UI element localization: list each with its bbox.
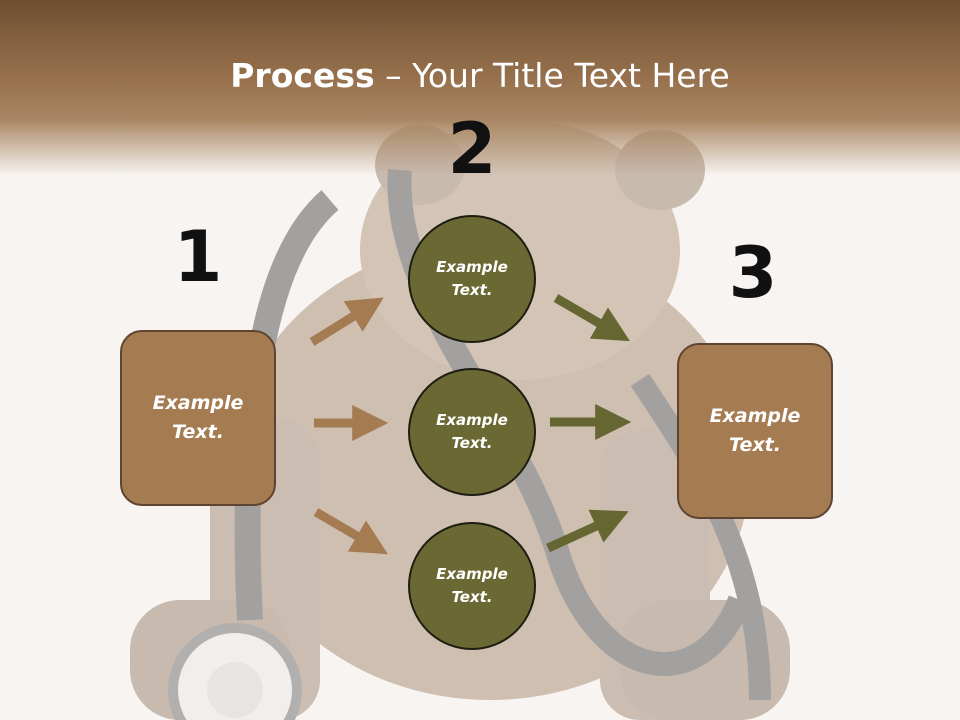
- step-number-3: 3: [728, 232, 778, 314]
- step-box-1-text: Example Text.: [152, 392, 244, 443]
- slide-title: Process – Your Title Text Here: [0, 54, 960, 98]
- circle-bottom: Example Text.: [408, 522, 536, 650]
- circle-middle: Example Text.: [408, 368, 536, 496]
- step-number-2: 2: [447, 108, 497, 190]
- step-box-1: Example Text.: [120, 330, 276, 506]
- circle-top: Example Text.: [408, 215, 536, 343]
- title-banner: [0, 0, 960, 175]
- step-box-3: Example Text.: [677, 343, 833, 519]
- circle-bottom-text: Example Text.: [436, 565, 508, 606]
- arrow-1-to-bottom: [313, 508, 388, 555]
- circle-top-text: Example Text.: [436, 258, 508, 299]
- circle-middle-text: Example Text.: [436, 411, 508, 452]
- step-box-3-text: Example Text.: [709, 405, 801, 456]
- title-bold: Process: [230, 56, 375, 95]
- arrow-top-to-3: [553, 294, 630, 342]
- arrow-bottom-to-3: [546, 509, 629, 553]
- title-rest: – Your Title Text Here: [374, 56, 730, 95]
- arrow-1-to-top: [309, 297, 384, 346]
- step-number-1: 1: [173, 216, 223, 298]
